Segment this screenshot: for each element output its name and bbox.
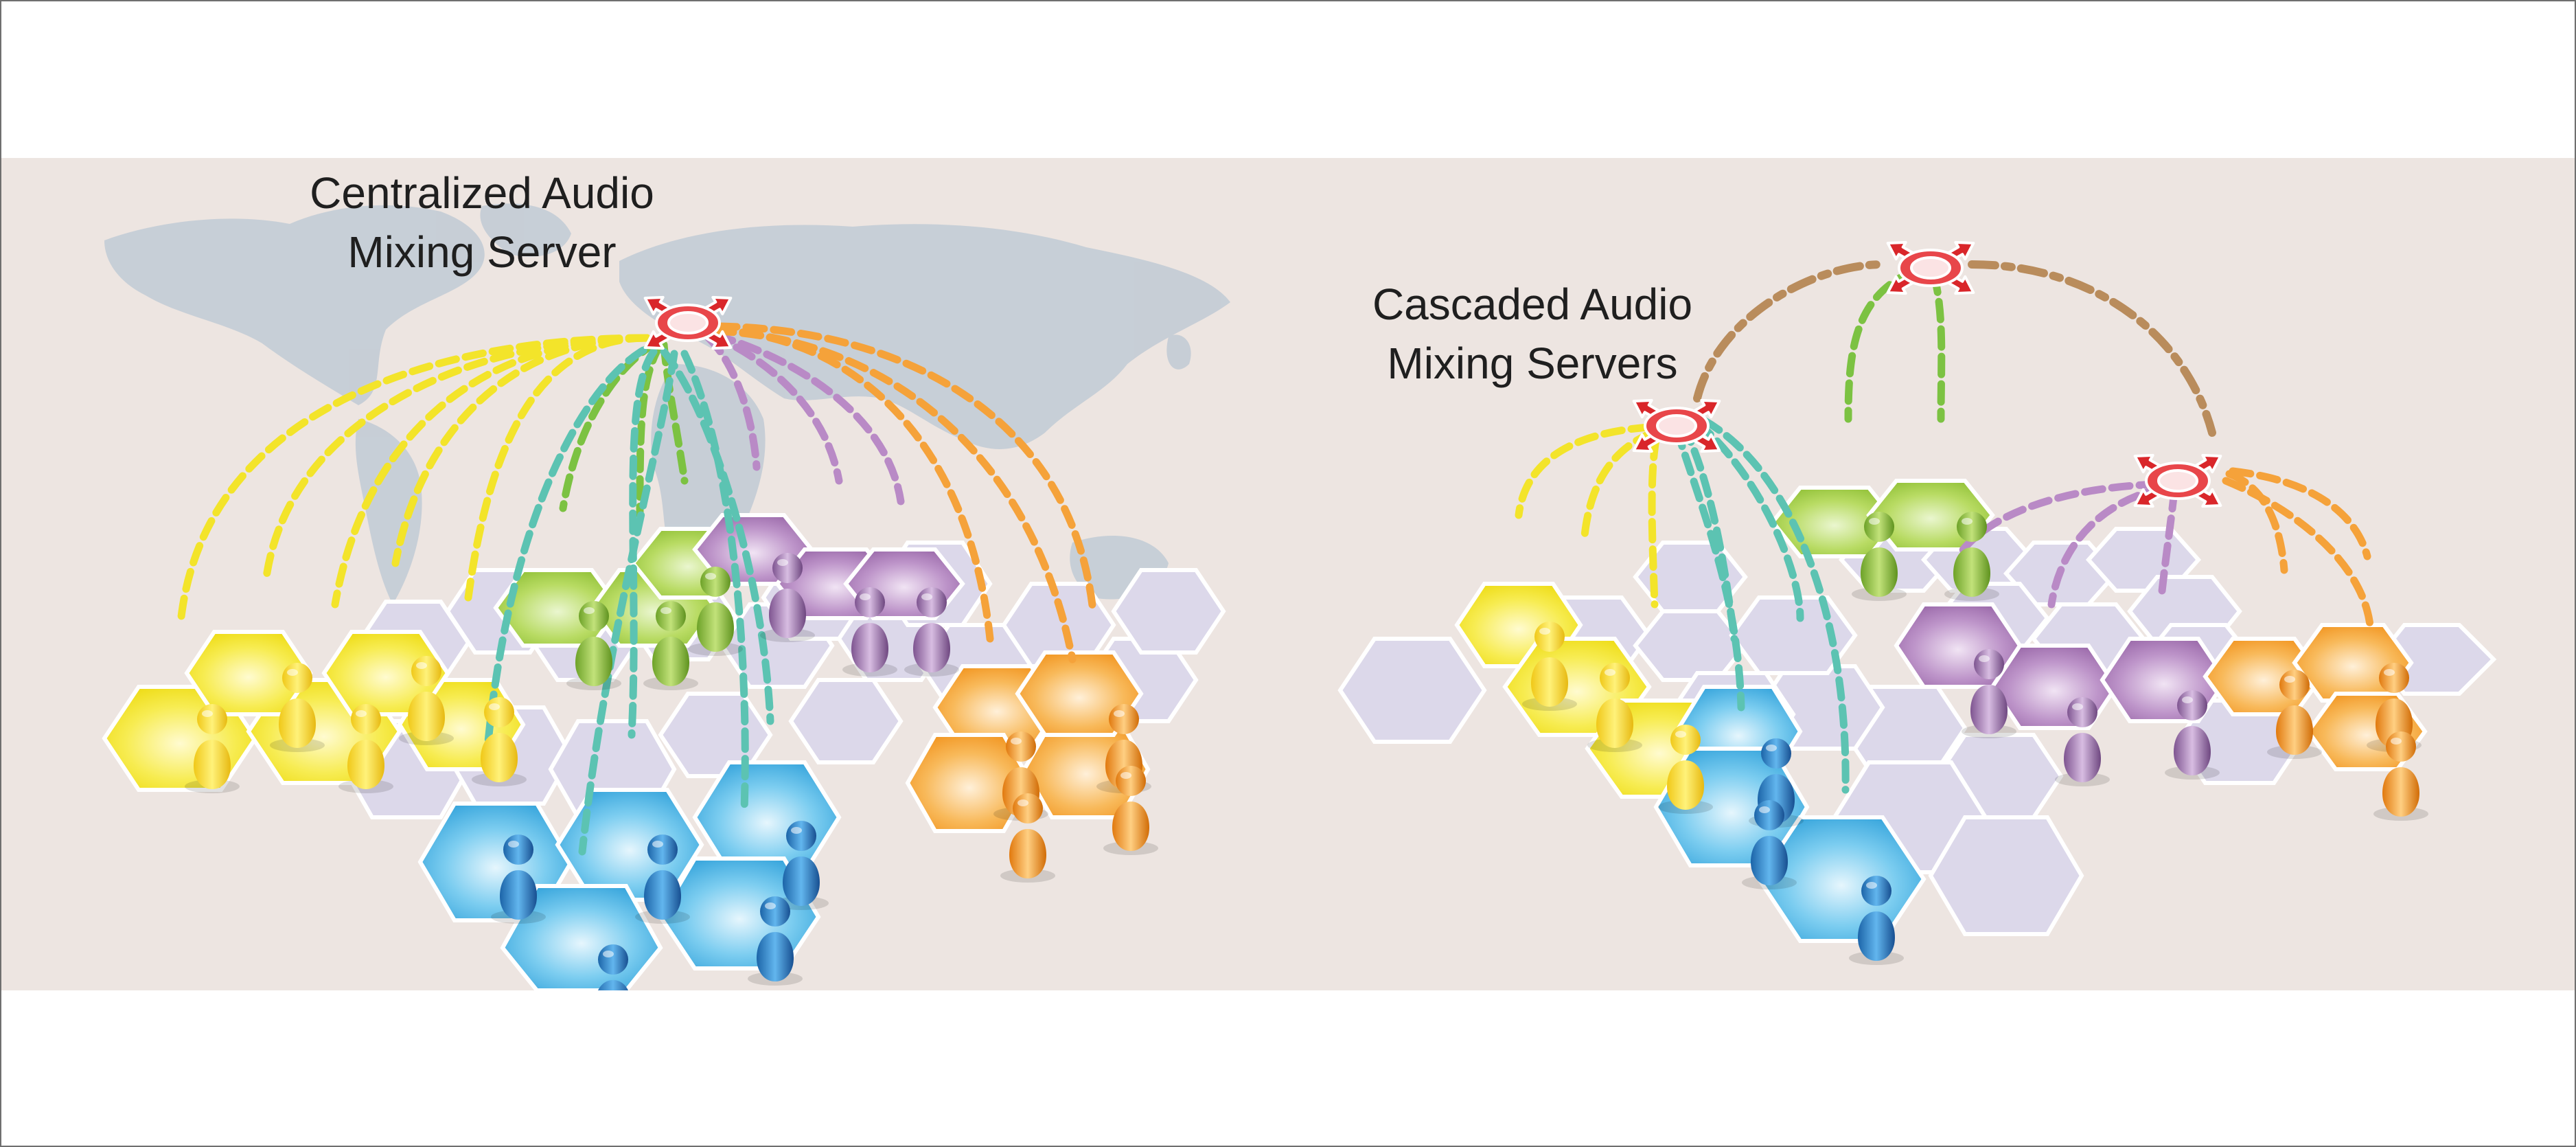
caption-cascaded-servers: Cascaded Audio Mixing Servers xyxy=(1278,275,1786,393)
server-backbone-links xyxy=(1693,260,2216,437)
caption-line: Mixing Server xyxy=(347,227,617,277)
diagram-illustration xyxy=(1,158,2575,990)
caption-line: Centralized Audio xyxy=(310,168,654,218)
caption-line: Cascaded Audio xyxy=(1372,280,1693,329)
left-links xyxy=(177,322,1097,856)
caption-centralized-server: Centralized Audio Mixing Server xyxy=(221,163,743,282)
caption-line: Mixing Servers xyxy=(1387,339,1678,388)
